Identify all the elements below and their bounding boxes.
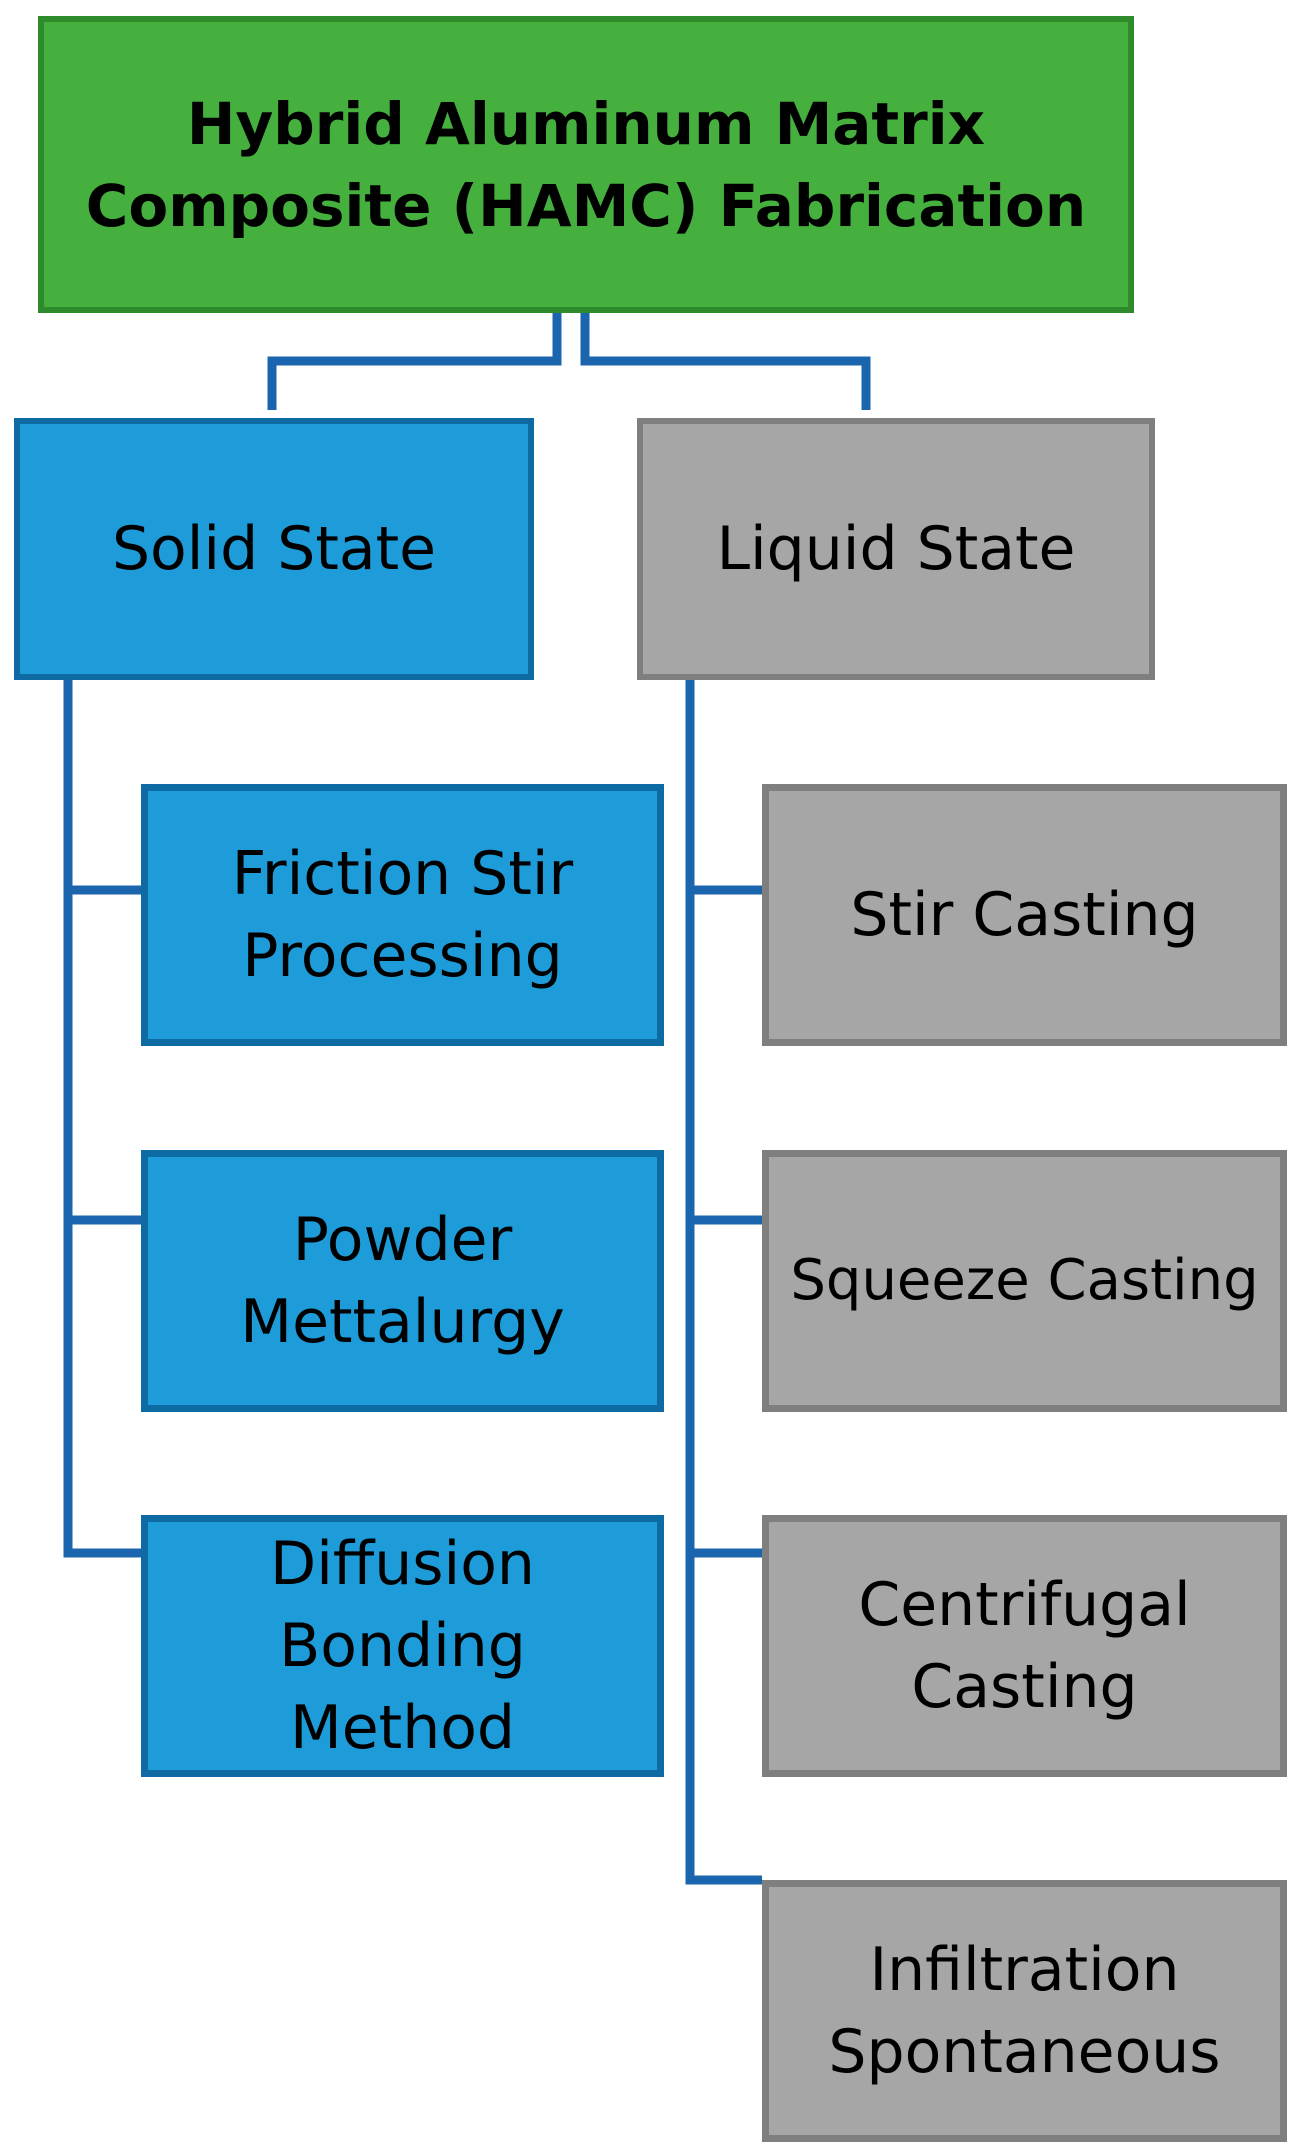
root-node-label: Hybrid Aluminum Matrix Composite (HAMC) …: [85, 89, 1087, 240]
connector-root-to-solid: [267, 313, 562, 410]
powder-mettalurgy-node: Powder Mettalurgy: [141, 1150, 664, 1412]
liquid-state-node: Liquid State: [637, 418, 1155, 680]
stir-casting-label: Stir Casting: [850, 880, 1199, 950]
connector-root-to-liquid: [580, 313, 871, 410]
infiltration-spontaneous-node: Infiltration Spontaneous: [762, 1880, 1287, 2142]
connector-liquid-spine: [685, 676, 762, 1885]
centrifugal-casting-label: Centrifugal Casting: [858, 1570, 1191, 1722]
squeeze-casting-node: Squeeze Casting: [762, 1150, 1287, 1412]
connector-solid-spine: [63, 676, 141, 1558]
stir-casting-node: Stir Casting: [762, 784, 1287, 1046]
diffusion-bonding-method-label: Diffusion Bonding Method: [270, 1529, 535, 1763]
solid-state-label: Solid State: [111, 514, 437, 584]
solid-state-node: Solid State: [14, 418, 534, 680]
powder-mettalurgy-label: Powder Mettalurgy: [240, 1205, 565, 1357]
friction-stir-processing-node: Friction Stir Processing: [141, 784, 664, 1046]
liquid-state-label: Liquid State: [716, 514, 1076, 584]
squeeze-casting-label: Squeeze Casting: [790, 1248, 1259, 1313]
infiltration-spontaneous-label: Infiltration Spontaneous: [828, 1935, 1221, 2087]
centrifugal-casting-node: Centrifugal Casting: [762, 1515, 1287, 1777]
root-node: Hybrid Aluminum Matrix Composite (HAMC) …: [38, 16, 1134, 313]
diffusion-bonding-method-node: Diffusion Bonding Method: [141, 1515, 664, 1777]
friction-stir-processing-label: Friction Stir Processing: [231, 839, 574, 991]
